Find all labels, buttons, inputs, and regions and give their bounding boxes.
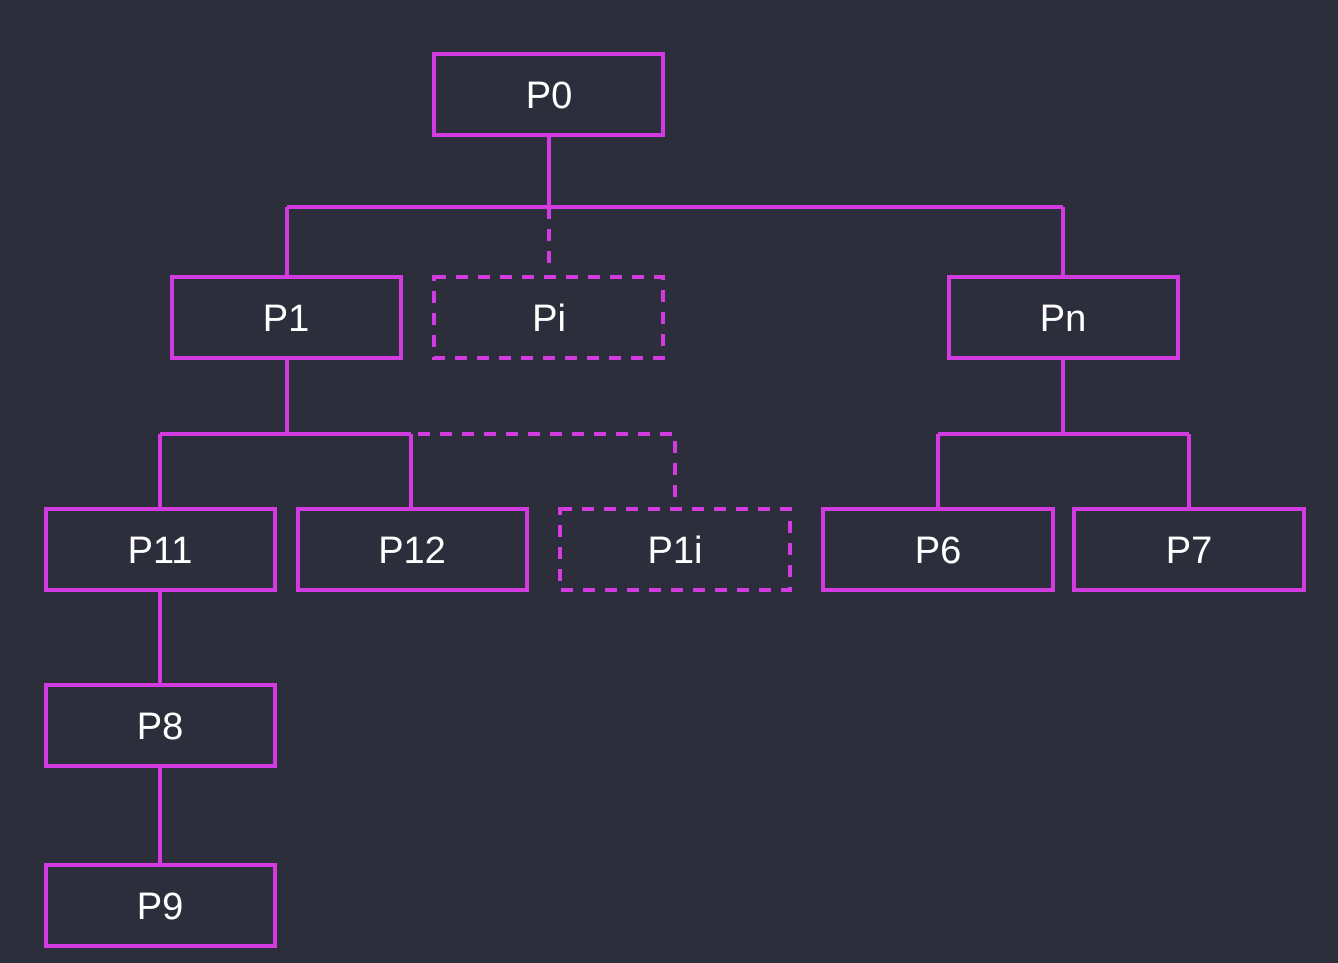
edge-p1-p1i: [418, 432, 677, 509]
node-p1i: P1i: [558, 507, 792, 592]
node-pi-label: Pi: [532, 298, 566, 340]
node-p1: P1: [170, 275, 403, 360]
node-p7-label: P7: [1166, 530, 1212, 572]
node-p0-label: P0: [526, 75, 572, 117]
node-p8-label: P8: [137, 706, 183, 748]
node-p6: P6: [821, 507, 1055, 592]
node-pi: Pi: [432, 275, 665, 360]
node-p9: P9: [44, 863, 277, 948]
node-pn-label: Pn: [1040, 298, 1086, 340]
node-p7: P7: [1072, 507, 1306, 592]
connectors: [158, 136, 1191, 865]
node-pn: Pn: [947, 275, 1180, 360]
node-p8: P8: [44, 683, 277, 768]
node-p12-label: P12: [378, 530, 446, 572]
node-p11: P11: [44, 507, 277, 592]
nodes: P0 P1 Pi Pn P11 P12 P1i P6: [44, 52, 1306, 948]
node-p0: P0: [432, 52, 665, 137]
node-p12: P12: [296, 507, 529, 592]
node-p11-label: P11: [128, 530, 193, 572]
node-p1i-label: P1i: [648, 530, 703, 572]
node-p9-label: P9: [137, 886, 183, 928]
node-p6-label: P6: [915, 530, 961, 572]
node-p1-label: P1: [263, 298, 309, 340]
